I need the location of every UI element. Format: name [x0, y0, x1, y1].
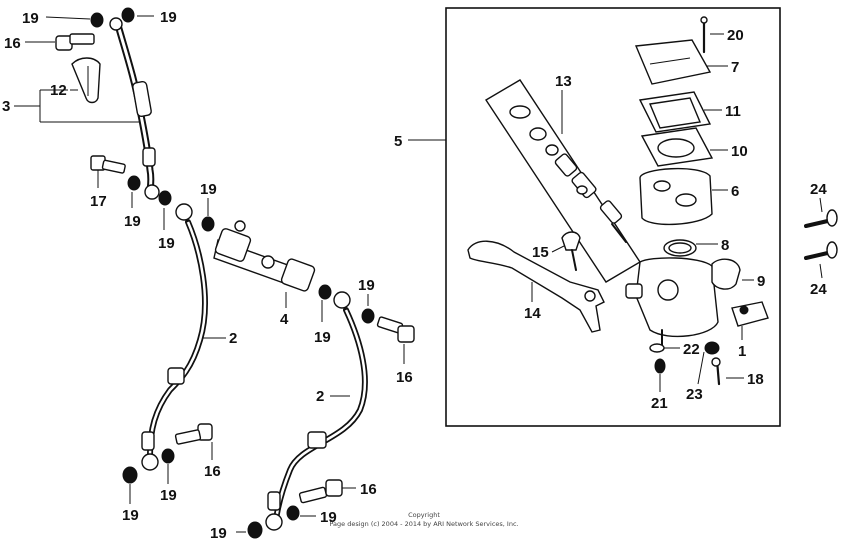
callout-10: 10 [731, 143, 748, 160]
callout-22: 22 [683, 341, 700, 358]
banjo-bolt-17 [90, 155, 126, 174]
washer-19-c [201, 216, 215, 232]
callout-14: 14 [524, 305, 541, 322]
banjo-bolt-16-b1 [174, 423, 213, 445]
callout-23: 23 [686, 386, 703, 403]
master-cylinder-body [625, 257, 719, 347]
banjo-bolt-16-mid [376, 316, 415, 343]
callout-20: 20 [727, 27, 744, 44]
brake-hose-right [265, 291, 368, 531]
holder-bolt-24-a [804, 209, 838, 228]
washer-19-b [158, 190, 172, 206]
screw-18 [711, 357, 721, 386]
hose-cover-boot [71, 57, 101, 104]
washer-22 [649, 343, 665, 353]
holder-9 [711, 258, 741, 290]
callout-2-right: 2 [316, 388, 324, 405]
banjo-washer-top-left [90, 7, 135, 28]
diaphragm-plate [638, 91, 712, 133]
leader-lines [14, 15, 823, 533]
callout-19-e: 19 [358, 277, 375, 294]
reservoir-cap [634, 39, 712, 85]
callout-19-a: 19 [124, 213, 141, 230]
banjo-bolt-16-b2 [298, 479, 343, 504]
washer-19-g [161, 448, 175, 464]
callout-24-a: 24 [810, 181, 827, 198]
callout-17: 17 [90, 193, 107, 210]
brake-joint [213, 220, 316, 292]
callout-6: 6 [731, 183, 739, 200]
callout-19-d: 19 [314, 329, 331, 346]
callout-21: 21 [651, 395, 668, 412]
brake-hose-left [141, 203, 208, 471]
callout-5: 5 [394, 133, 402, 150]
switch-1 [731, 301, 769, 327]
callout-19-top-right: 19 [160, 9, 177, 26]
callout-numbers: 19 19 16 12 3 17 19 19 19 2 4 19 19 16 2… [2, 9, 827, 542]
callout-19-g: 19 [122, 507, 139, 524]
callout-24-b: 24 [810, 281, 827, 298]
master-cylinder-frame [445, 7, 781, 427]
callout-1: 1 [738, 343, 746, 360]
callout-19-h: 19 [320, 509, 337, 526]
callout-8: 8 [721, 237, 729, 254]
washer-19-h [286, 505, 300, 521]
callout-4: 4 [280, 311, 289, 328]
callout-16-top: 16 [4, 35, 21, 52]
piston-set-panel [485, 79, 641, 283]
callout-12: 12 [50, 82, 67, 99]
cap-screw [700, 16, 708, 54]
callout-9: 9 [757, 273, 765, 290]
callout-3: 3 [2, 98, 10, 115]
callout-16-bottom-2: 16 [360, 481, 377, 498]
callout-13: 13 [555, 73, 572, 90]
pivot-bolt-15 [561, 231, 581, 271]
callout-19-f: 19 [160, 487, 177, 504]
copyright-notice: Page design (c) 2004 - 2014 by ARI Netwo… [329, 520, 518, 528]
callout-11: 11 [725, 103, 741, 120]
holder-bolt-24-b [804, 241, 838, 260]
washer-19-i [247, 521, 263, 539]
washer-19-a [127, 175, 141, 191]
callout-7: 7 [731, 59, 739, 76]
master-cylinder-body-top [639, 167, 713, 226]
callout-19-c: 19 [200, 181, 217, 198]
callout-18: 18 [747, 371, 764, 388]
boot-23 [704, 341, 720, 355]
o-ring [663, 239, 697, 257]
callout-19-i: 19 [210, 525, 227, 542]
callout-19-b: 19 [158, 235, 175, 252]
copyright-title: Copyright [408, 511, 440, 519]
brake-lever [467, 240, 605, 333]
callout-19-top-left: 19 [22, 10, 39, 27]
washer-19-e [361, 308, 375, 324]
callout-2-left: 2 [229, 330, 237, 347]
banjo-bolt-top [55, 33, 95, 51]
diaphragm [640, 127, 714, 167]
callout-16-bottom-1: 16 [204, 463, 221, 480]
washer-19-f [122, 466, 138, 484]
callout-16-mid: 16 [396, 369, 413, 386]
upper-brake-hose [109, 17, 160, 200]
callout-15: 15 [532, 244, 549, 261]
washer-19-d [318, 284, 332, 300]
nut-21 [654, 358, 666, 374]
